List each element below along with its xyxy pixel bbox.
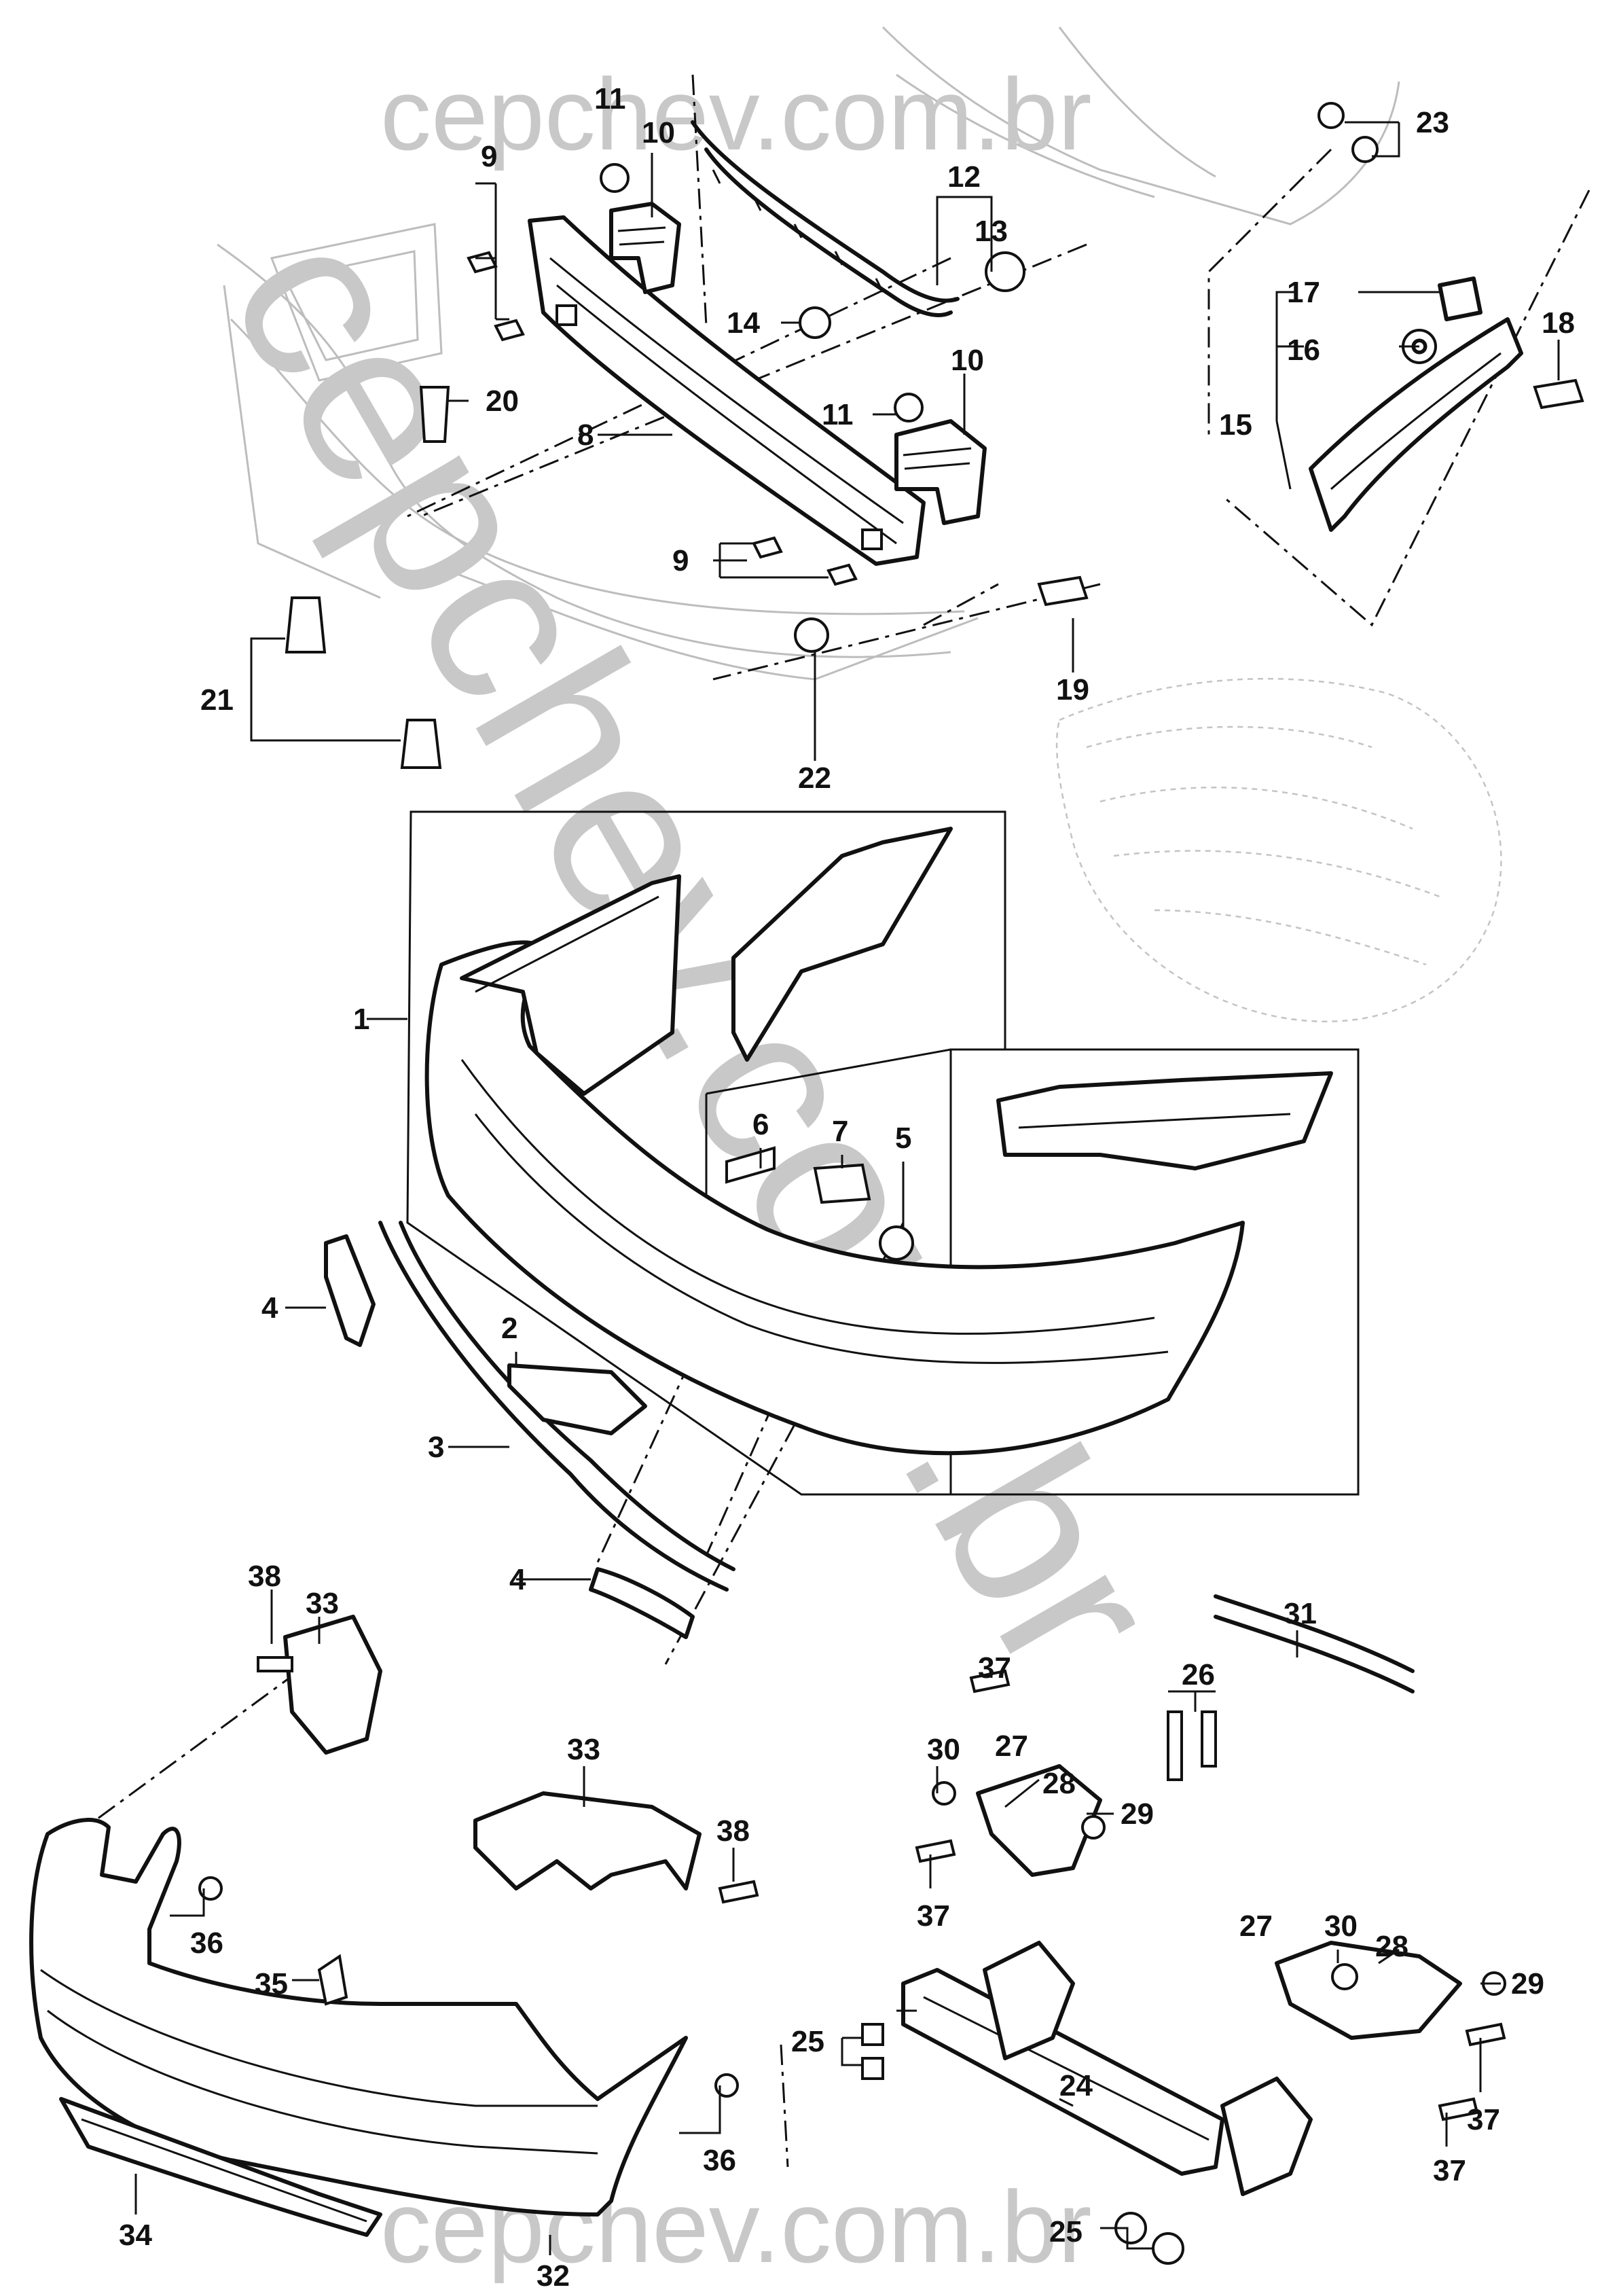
callout-label: 10 (951, 344, 984, 377)
callout-label: 22 (798, 761, 831, 795)
small-bracket (507, 1363, 647, 1435)
callout-label: 35 (255, 1967, 288, 2001)
callout-label: 36 (190, 1926, 223, 1960)
callout-label: 33 (306, 1587, 339, 1620)
callout-label: 1 (353, 1003, 369, 1036)
callout-label: 2 (501, 1312, 517, 1345)
mounting-brackets (976, 1764, 1462, 2040)
callout-label: 28 (1042, 1767, 1076, 1800)
bracket-upper-left (609, 202, 681, 294)
rear-bumper-cover (29, 1818, 688, 2217)
callout-label: 11 (594, 82, 626, 115)
callout-label: 11 (822, 398, 854, 431)
callout-label: 13 (975, 215, 1008, 248)
reinforcement-bar (528, 215, 926, 566)
callout-label: 27 (995, 1729, 1028, 1763)
side-bracket-assembly (1309, 276, 1523, 532)
callout-label: 29 (1121, 1797, 1154, 1831)
callout-label: 24 (1059, 2069, 1093, 2102)
callout-label: 12 (947, 160, 981, 194)
callout-label: 30 (927, 1733, 960, 1766)
impact-bar-brackets (983, 1941, 1313, 2196)
impact-bar (901, 1968, 1224, 2176)
callout-label: 37 (978, 1651, 1011, 1685)
callout-label: 34 (119, 2219, 152, 2252)
callout-label: 38 (248, 1560, 281, 1593)
callout-label: 15 (1219, 408, 1252, 442)
callout-label: 19 (1056, 673, 1089, 706)
reflectors (324, 1234, 695, 1639)
fasteners-lower (198, 1656, 1506, 2265)
callout-label: 16 (1287, 334, 1320, 367)
fasteners-bumper (725, 1146, 914, 1261)
upper-retainer-strip (691, 120, 960, 317)
callout-label: 17 (1287, 276, 1320, 309)
callout-label: 23 (1416, 106, 1449, 139)
callout-label: 25 (791, 2025, 824, 2058)
ghost-vehicle-outline (217, 26, 1502, 1022)
callout-label: 30 (1324, 1909, 1358, 1943)
callout-label: 37 (1433, 2154, 1466, 2187)
callout-label: 10 (642, 116, 675, 149)
callout-label: 26 (1182, 1658, 1215, 1691)
callout-label: 25 (1049, 2215, 1083, 2248)
fasteners-upper (285, 102, 1584, 769)
callout-label: 31 (1284, 1597, 1317, 1630)
callout-label: 20 (486, 384, 519, 418)
callout-label: 29 (1511, 1967, 1544, 2001)
callout-label: 32 (536, 2259, 570, 2293)
callout-label: 33 (567, 1733, 600, 1766)
callout-label: 37 (917, 1899, 950, 1933)
side-flange-pieces (731, 827, 1333, 1170)
callout-label: 38 (716, 1814, 750, 1848)
callout-label: 14 (727, 306, 760, 340)
callout-label: 6 (752, 1108, 769, 1141)
callout-labels: 1 2 3 4 4 5 6 7 8 9 9 10 10 11 11 12 13 … (119, 82, 1575, 2293)
callout-label: 27 (1239, 1909, 1273, 1943)
watermark-top: cepchev.com.br (380, 57, 1092, 171)
callout-label: 5 (895, 1122, 911, 1155)
callout-label: 21 (200, 683, 234, 717)
callout-label: 36 (703, 2144, 736, 2177)
lower-trim-strip (378, 1221, 735, 1592)
bracket-upper-right (894, 419, 987, 525)
side-support-bracket (283, 1615, 702, 1890)
leader-lines (134, 121, 1560, 2255)
callout-label: 4 (261, 1291, 278, 1325)
lower-grille (59, 2097, 382, 2237)
callout-label: 3 (428, 1431, 444, 1464)
callout-label: 18 (1542, 306, 1575, 340)
callout-label: 7 (832, 1115, 848, 1148)
callout-label: 37 (1467, 2103, 1500, 2136)
callout-label: 28 (1375, 1930, 1408, 1963)
upper-trim-strip (1214, 1594, 1415, 1693)
callout-label: 4 (509, 1563, 526, 1596)
callout-label: 8 (577, 418, 594, 452)
callout-label: 9 (672, 544, 689, 577)
bumper-fascia (424, 874, 1245, 1456)
callout-label: 9 (481, 140, 497, 173)
